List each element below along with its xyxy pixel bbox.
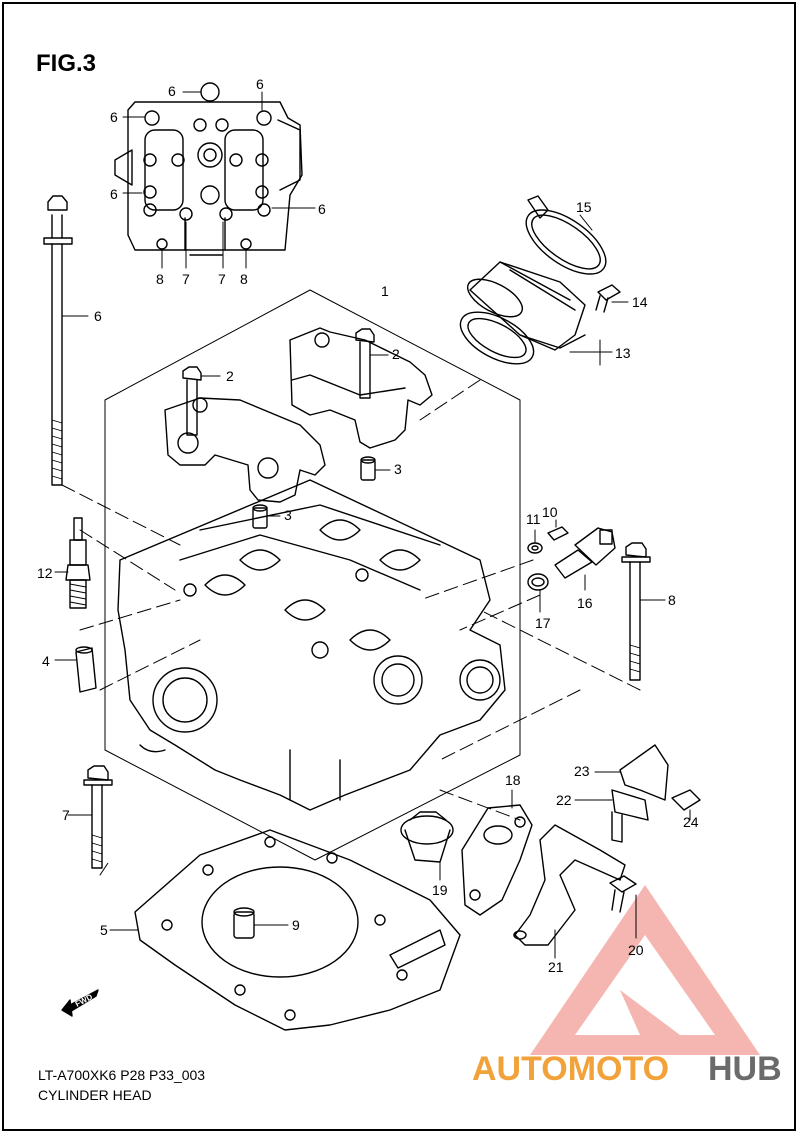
callout-label-9: 9 [292,917,300,933]
fwd-arrow [61,989,99,1017]
dowel-3-upper [360,456,391,481]
top-view-leaders [122,91,316,269]
dowel-3-lower [252,504,281,529]
cam-holder-lower [164,397,326,503]
bracket-23 [594,744,669,801]
callout-label-11: 11 [526,511,541,527]
watermark-text-part1: AUTOMOTO [472,1050,669,1088]
callout-label-6: 6 [318,201,326,217]
fitting-22 [574,789,649,843]
callout-label-19: 19 [432,882,448,898]
callout-label-1: 1 [381,283,389,299]
bolt-24 [671,789,701,821]
callout-label-16: 16 [577,595,593,611]
callout-label-3: 3 [284,507,292,523]
callout-label-6: 6 [110,109,118,125]
callout-label-18: 18 [505,772,521,788]
callout-label-12: 12 [37,565,53,581]
bolt-7 [67,765,113,869]
callout-label-5: 5 [100,922,108,938]
callout-label-2: 2 [392,346,400,362]
callout-label-7: 7 [218,271,226,287]
cam-holder-upper [289,327,433,449]
bolt-8 [621,542,666,681]
callout-label-20: 20 [628,942,644,958]
bolt-2-lower [182,366,221,436]
washer-17 [527,573,549,613]
cylinder-head-body [117,479,506,811]
callout-label-10: 10 [542,504,558,520]
cylinder-head-top-view [114,82,303,256]
callout-label-4: 4 [42,653,50,669]
callout-label-14: 14 [632,294,648,310]
long-bolt-6 [43,195,89,486]
dowel-pin-4 [54,646,97,693]
spark-plug-12 [54,517,91,609]
assembly-outline-box [104,289,521,861]
callout-label-17: 17 [535,615,551,631]
screw-10 [547,519,569,541]
callout-label-2: 2 [226,368,234,384]
guide-lines [61,379,641,876]
callout-label-6: 6 [94,308,102,324]
callout-label-23: 23 [574,763,590,779]
clamp-15 [525,195,607,275]
callout-label-7: 7 [182,271,190,287]
callout-label-22: 22 [556,792,572,808]
dowel-9 [233,907,289,939]
callout-label-8: 8 [668,592,676,608]
callout-label-13: 13 [615,345,631,361]
thermostat-19 [400,811,454,881]
sensor-16 [554,527,616,591]
bolt-20 [609,875,637,939]
pipe-21 [513,824,626,959]
callout-label-8: 8 [156,271,164,287]
callout-label-6: 6 [110,186,118,202]
callout-label-6: 6 [168,83,176,99]
callout-label-7: 7 [62,807,70,823]
washer-11 [527,529,543,554]
callout-label-21: 21 [548,959,564,975]
bolt-2-upper [355,328,389,399]
figure-title: FIG.3 [36,50,97,77]
callout-label-6: 6 [256,76,264,92]
callout-label-24: 24 [683,814,699,830]
intake-pipe-13 [459,261,613,366]
callout-label-3: 3 [394,461,402,477]
figure-name: CYLINDER HEAD [38,1087,152,1103]
head-gasket-5 [109,829,461,1031]
figure-code: LT-A700XK6 P28 P33_003 [38,1067,206,1083]
callout-label-8: 8 [240,271,248,287]
watermark-text-part2: HUB [708,1050,782,1088]
callout-label-15: 15 [576,199,592,215]
watermark-logo [530,885,760,1055]
screw-14 [595,284,629,313]
thermostat-housing-18 [461,789,533,916]
